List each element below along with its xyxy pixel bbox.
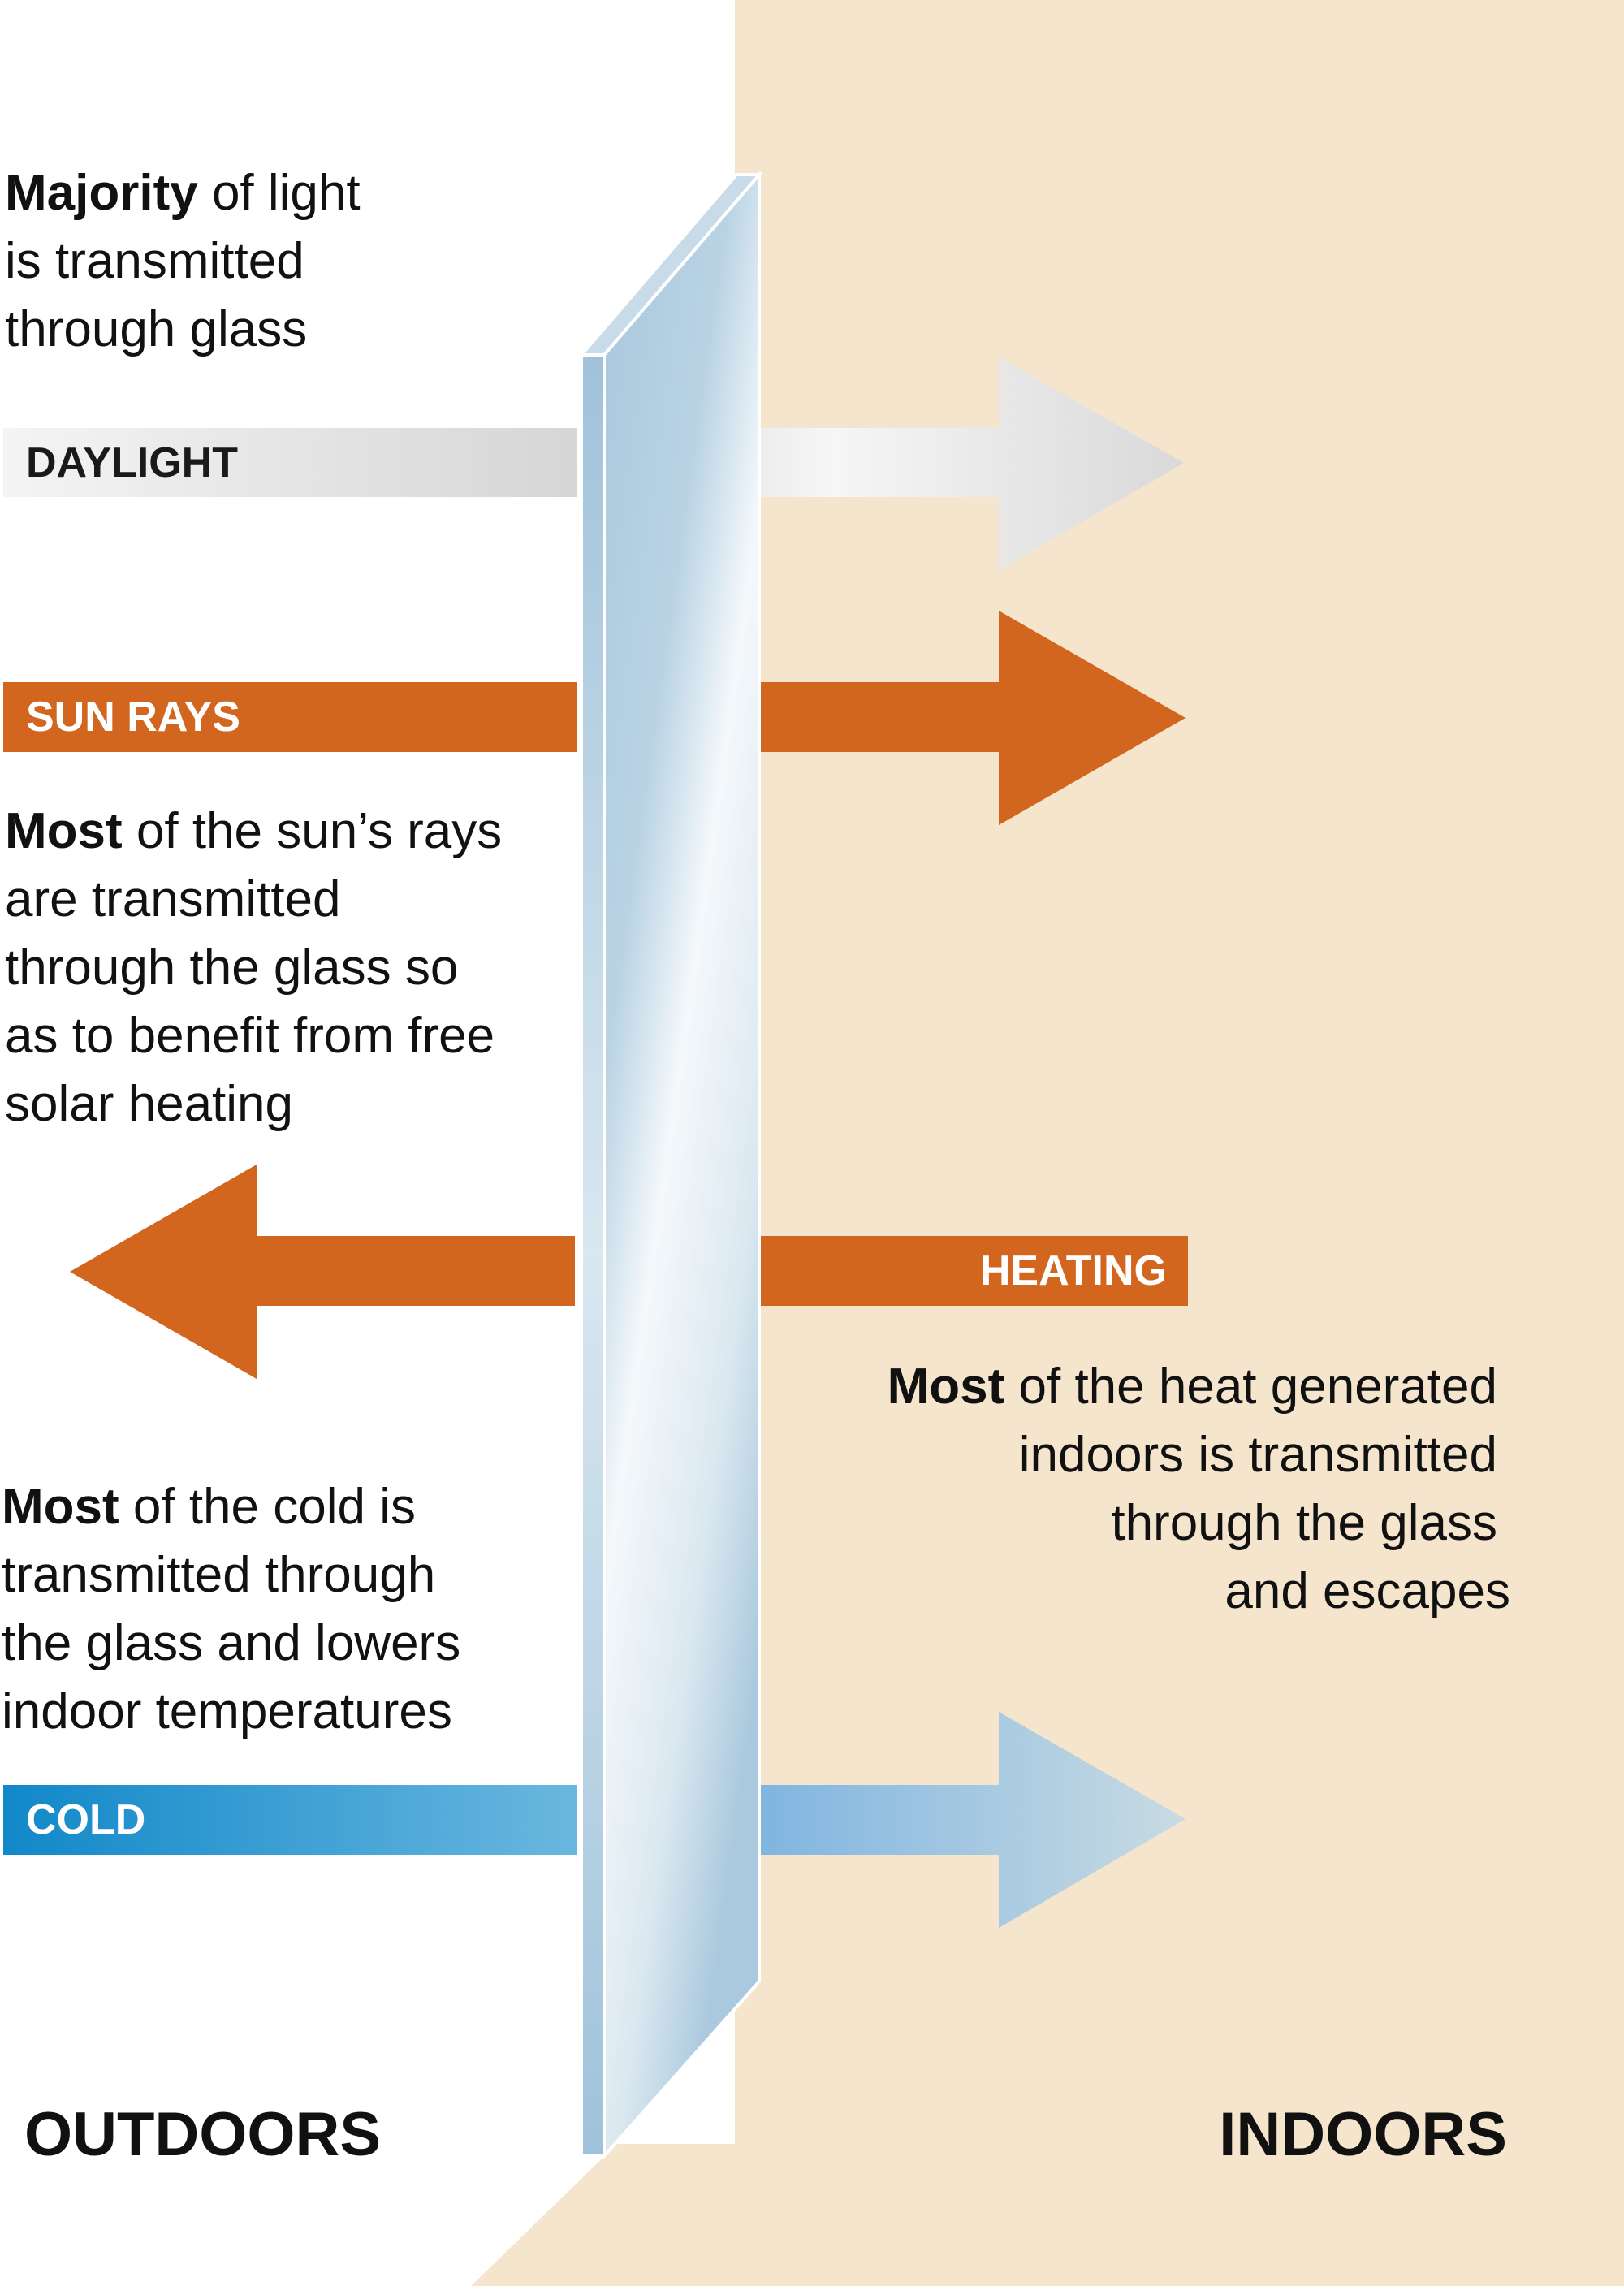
heating-bar [678,1236,1188,1306]
daylight-label: DAYLIGHT [26,439,238,486]
sun-rays-desc-line3: through the glass so [5,940,459,996]
sun-rays-bar [3,682,577,752]
cold-desc-bold: Most [2,1479,119,1535]
sun-rays-desc-line4: as to benefit from free [5,1008,495,1064]
sun-rays-label: SUN RAYS [26,694,240,741]
sun-rays-desc-bold: Most [5,803,123,859]
sun-rays-desc-line2: are transmitted [5,871,341,927]
sun-rays-description: Most of the sun’s rays are transmitted t… [5,797,502,1139]
heating-desc-line2: indoors is transmitted [1018,1427,1497,1483]
sun-rays-desc-line5: solar heating [5,1076,294,1132]
sun-rays-desc-line1: of the sun’s rays [122,803,503,859]
daylight-arrow-icon [680,357,1184,570]
daylight-desc-line2: is transmitted [5,233,304,289]
cold-desc-line1: of the cold is [119,1479,416,1535]
cold-label: COLD [26,1796,146,1843]
cold-desc-line3: the glass and lowers [2,1615,461,1671]
glass-pane-icon [577,170,763,2161]
sun-rays-arrow-icon [680,611,1186,825]
cold-arrow-icon [680,1712,1186,1928]
outdoors-label: OUTDOORS [24,2100,382,2169]
cold-desc-line4: indoor temperatures [2,1683,452,1739]
heating-description: Most of the heat generated indoors is tr… [763,1353,1510,1626]
daylight-description: Majority of light is transmitted through… [5,159,361,364]
heating-arrow-icon [70,1165,575,1379]
cold-desc-line2: transmitted through [2,1547,436,1603]
heating-desc-bold: Most [887,1359,1005,1415]
daylight-desc-bold: Majority [5,165,198,221]
indoors-label: INDOORS [1219,2100,1507,2169]
heating-desc-line3: through the glass [1111,1495,1497,1551]
daylight-desc-line1: of light [197,165,361,221]
heating-desc-line4: and escapes [1224,1563,1510,1619]
daylight-bar [3,428,577,497]
cold-bar [3,1785,577,1855]
cold-description: Most of the cold is transmitted through … [2,1473,460,1746]
heating-desc-line1: of the heat generated [1004,1359,1498,1415]
heating-label: HEATING [979,1247,1167,1294]
daylight-desc-line3: through glass [5,301,308,357]
